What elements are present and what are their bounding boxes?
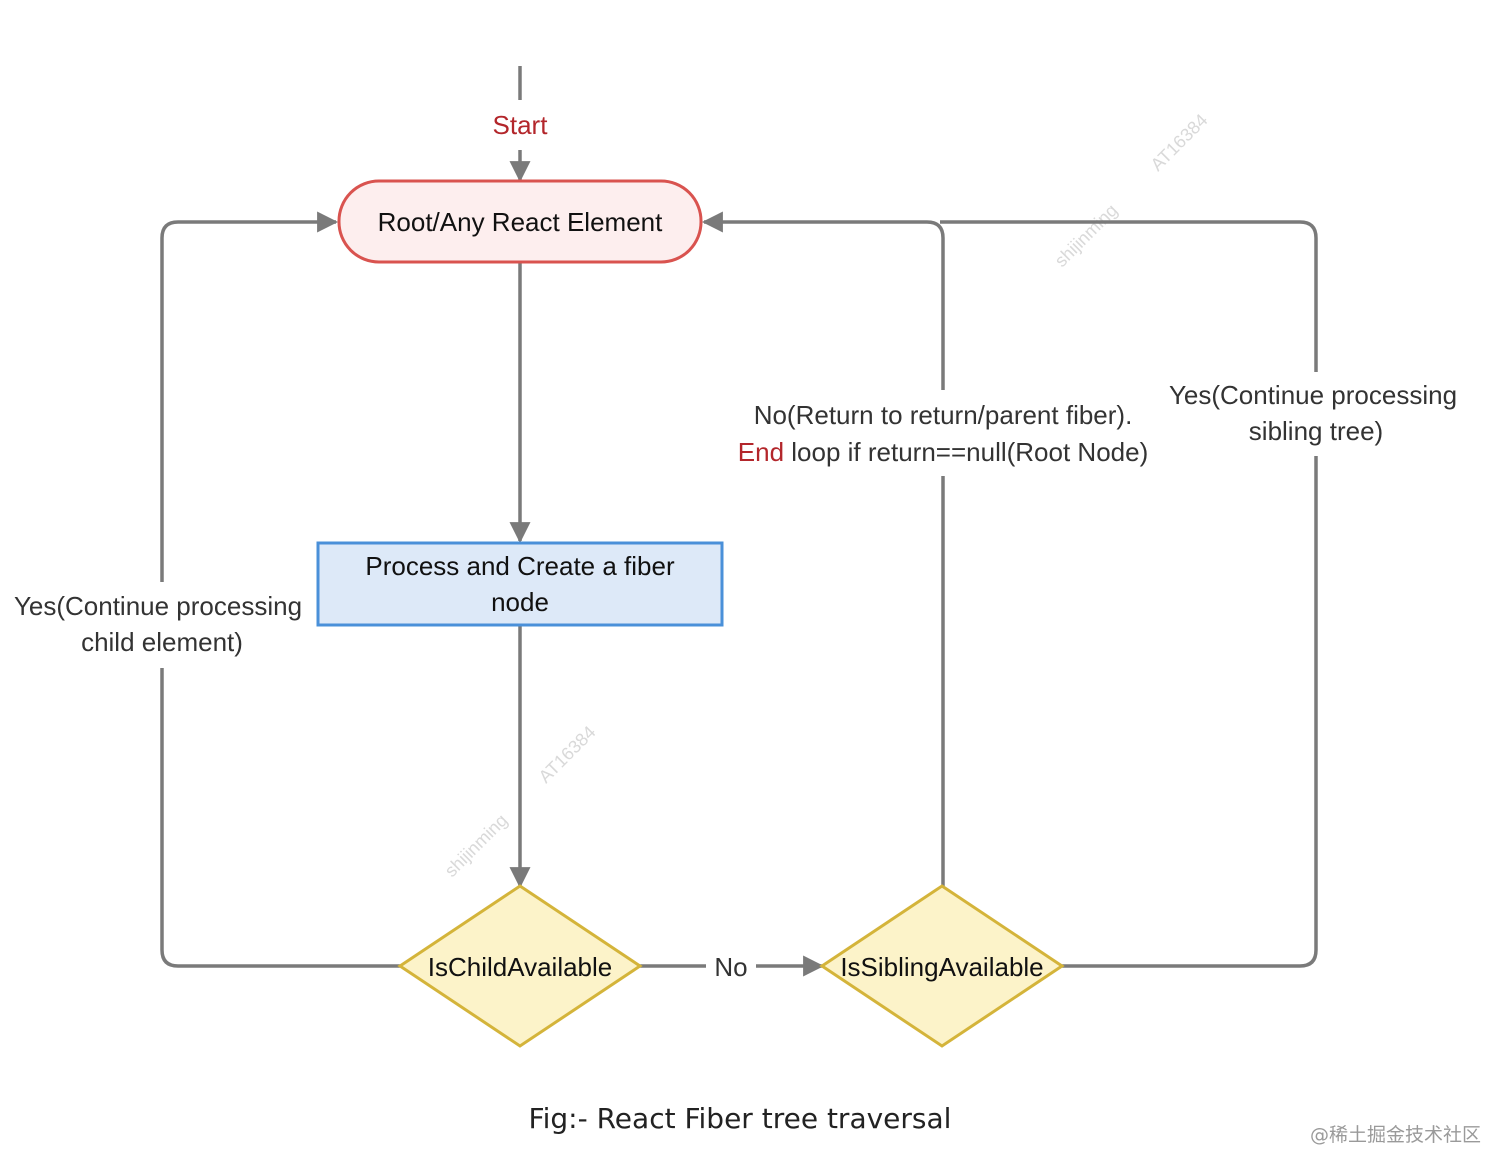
process-node-label-line2: node	[491, 587, 549, 617]
figure-caption: Fig:- React Fiber tree traversal	[529, 1102, 952, 1135]
edge-label-yes-child-line2: child element)	[81, 627, 243, 657]
sibling-check-label: IsSiblingAvailable	[840, 952, 1043, 982]
root-node: Root/Any React Element	[337, 179, 703, 264]
edge-label-yes-sibling-line2: sibling tree)	[1249, 416, 1383, 446]
child-check-diamond	[397, 884, 643, 1048]
process-node-shape	[316, 541, 724, 627]
edge-yes-sibling-lower	[1062, 456, 1318, 968]
edge-yes-sibling-upper	[940, 220, 1318, 372]
sibling-check-diamond	[819, 884, 1065, 1048]
watermark-user: shijinming	[1051, 200, 1122, 271]
edge-label-return-rest: loop if return==null(Root Node)	[784, 437, 1148, 467]
watermark-id: AT16384	[1147, 110, 1212, 175]
edge-label-return-end-word: End	[738, 437, 784, 467]
watermark-user: shijinming	[441, 810, 512, 881]
edges	[160, 66, 1318, 977]
edge-yes-child-lower	[160, 668, 400, 968]
child-check-label: IsChildAvailable	[428, 952, 613, 982]
edge-return-upper	[701, 211, 945, 390]
sibling-check-node: IsSiblingAvailable	[819, 884, 1065, 1048]
edge-label-return-line1: No(Return to return/parent fiber).	[754, 400, 1133, 430]
child-check-node: IsChildAvailable	[397, 884, 643, 1048]
edge-label-yes-sibling-line1: Yes(Continue processing	[1169, 380, 1457, 410]
edge-label-return-line2: End loop if return==null(Root Node)	[738, 437, 1148, 467]
edge-label-no: No	[714, 952, 747, 982]
process-node-label-line1: Process and Create a fiber	[365, 551, 675, 581]
site-watermark: @稀土掘金技术社区	[1310, 1124, 1481, 1146]
process-node: Process and Create a fiber node	[316, 541, 724, 627]
root-node-label: Root/Any React Element	[378, 207, 663, 237]
watermark-id: AT16384	[535, 722, 600, 787]
edge-yes-child-upper	[160, 211, 339, 582]
start-label: Start	[493, 110, 549, 140]
root-node-shape	[337, 179, 703, 264]
edge-label-yes-child-line1: Yes(Continue processing	[14, 591, 302, 621]
